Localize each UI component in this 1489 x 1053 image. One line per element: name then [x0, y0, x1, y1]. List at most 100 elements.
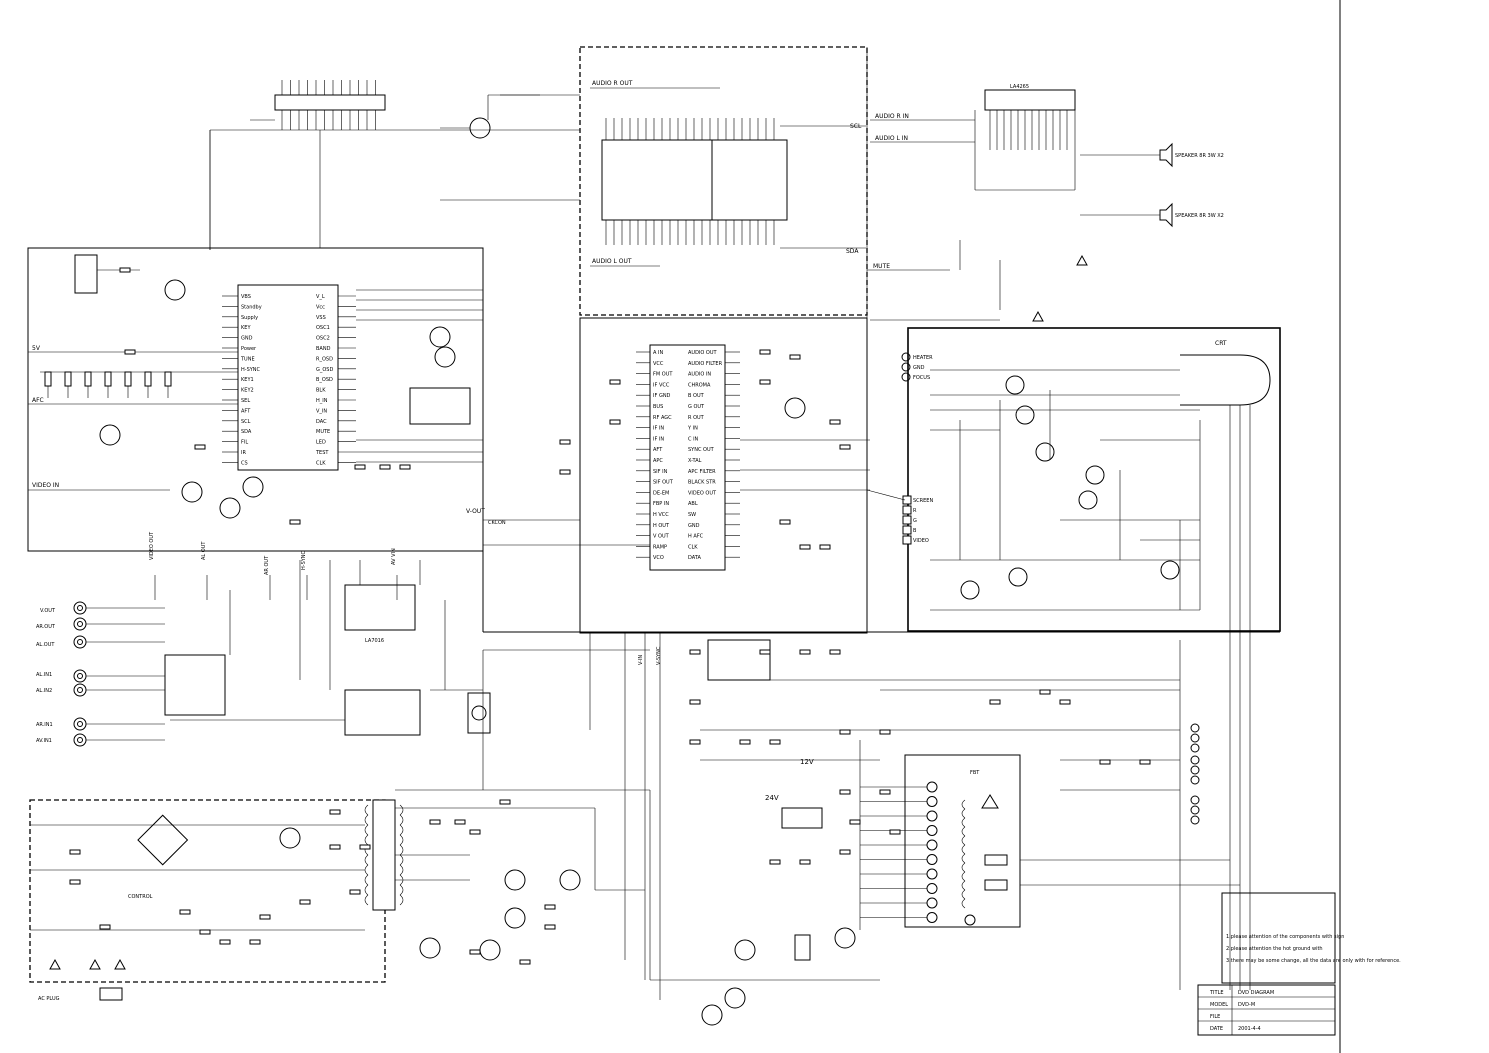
fbt-label: FBT [970, 770, 980, 776]
eeprom-chip [409, 387, 471, 425]
jungle-pin-left-label: H VCC [653, 512, 669, 518]
warning-icon-3 [49, 958, 61, 970]
audio-ic-left [601, 139, 713, 221]
video-in-label: VIDEO IN [32, 482, 59, 489]
rgb-conn-pin-label: G [913, 518, 917, 524]
control-label: CONTROL [128, 894, 153, 900]
video-out-label: VIDEO OUT [149, 531, 155, 560]
jungle-pin-left-label: VCC [653, 361, 664, 367]
mcu-pin-right-label: R_OSD [316, 356, 333, 362]
yoke-pin [1190, 723, 1200, 733]
mcu-pin-right-label: DAC [316, 419, 327, 425]
audio-r-out-label: AUDIO R OUT [592, 80, 633, 87]
yoke-pin [1190, 765, 1200, 775]
av-vin-label: AV VIN [391, 548, 397, 565]
psu-transistor-5 [504, 907, 526, 929]
transformer-coils [364, 804, 404, 906]
yoke-pin [1190, 755, 1200, 765]
crt-conn-pin-label: GND [913, 365, 925, 371]
jungle-pin-right-label: BLACK STR [688, 480, 716, 486]
jungle-pin-left-label: SIF OUT [653, 480, 674, 486]
h-sync-label: H-SYNC [301, 550, 307, 570]
mute-label: MUTE [873, 263, 890, 270]
v24-label: 24V [765, 794, 779, 802]
jungle-pin-left-label: RAMP [653, 544, 667, 550]
vertical-driver [781, 807, 823, 829]
jungle-pin-right-label: C IN [688, 436, 699, 442]
rgb-amplifiers [930, 369, 1201, 611]
mcu-pin-right-label: TEST [315, 450, 329, 456]
yoke-pin [1190, 795, 1200, 805]
mcu-pin-left-label: SEL [241, 398, 250, 404]
mcu-pin-left-label: TUNE [240, 356, 255, 362]
jungle-pin-right-label: CLK [688, 544, 698, 550]
rf-tuner-connector [274, 94, 386, 111]
psu-transistor-2 [419, 937, 441, 959]
h-drive-transformer [794, 934, 811, 961]
rgb-conn-pin-label: VIDEO [913, 538, 929, 544]
notes-box [1221, 892, 1336, 984]
ac-plug-label: AC PLUG [38, 996, 60, 1002]
rgb-conn-pin [902, 525, 912, 535]
ir-receiver [74, 254, 98, 294]
wiring-traces [30, 47, 1181, 1000]
mcu-pin-left-label: Standby [241, 304, 262, 310]
jungle-pin-right-label: VIDEO OUT [688, 490, 717, 496]
sda-label: SDA [846, 248, 859, 255]
jungle-pin-right-label: SW [688, 512, 696, 518]
crt-conn-pin-label: FOCUS [913, 375, 930, 381]
ckcon-label: CKCON [488, 520, 506, 526]
video-buffer-q3 [219, 497, 241, 519]
jungle-pin-right-label: DATA [688, 555, 701, 561]
psu-transistor-6 [559, 869, 581, 891]
v-sync-label: V-SYNC [656, 646, 662, 665]
model-label: MODEL [1210, 1002, 1228, 1008]
jungle-pin-left-label: FM OUT [653, 372, 673, 378]
fbt-pin [926, 868, 938, 880]
video-buffer-q2 [181, 481, 203, 503]
al-in1-label: AL.IN1 [36, 672, 52, 678]
mcu-pin-right-label: BAND [316, 346, 331, 352]
fbt-pin [926, 854, 938, 865]
psu-transistor-4 [504, 869, 526, 891]
mcu-pin-left-label: FIL [241, 440, 248, 446]
ir-transistor [164, 279, 186, 301]
title-value: DVD DIAGRAM [1238, 990, 1274, 996]
mcu-pin-left-label: Supply [241, 315, 258, 321]
jungle-pin-right-label: X-TAL [688, 458, 702, 464]
jungle-pin-right-label: CHROMA [688, 382, 711, 388]
jungle-pin-left-label: FBP IN [653, 501, 669, 507]
crt-amp-transistor [1015, 405, 1035, 425]
fbt-pin [926, 796, 938, 807]
speaker-2-icon [1159, 202, 1173, 228]
mcu-pin-left-label: Power [241, 346, 257, 352]
mcu-pin-right-label: BLK [316, 388, 326, 394]
mcu-pin-right-label: H_IN [316, 398, 328, 404]
h-drive-transistor [734, 939, 756, 961]
jungle-pin-left-label: SIF IN [653, 469, 668, 475]
rca-jack-icon [73, 717, 87, 731]
fbt-pin [926, 912, 938, 923]
jungle-pin-left-label: VCO [653, 555, 664, 561]
av-processor-ic [344, 689, 421, 736]
audio-l-in-label: AUDIO L IN [875, 135, 908, 142]
mcu-pin-right-label: LED [316, 440, 326, 446]
osd-transistor-2 [434, 346, 456, 368]
jungle-pin-left-label: IF IN [653, 436, 664, 442]
rgb-conn-pin [902, 495, 912, 505]
jungle-pin-left-label: A IN [653, 350, 663, 356]
jungle-pin-left-label: BUS [653, 404, 663, 410]
crt-label: CRT [1215, 340, 1227, 347]
mcu-pin-left-label: AFT [241, 408, 251, 414]
jungle-pin-right-label: GND [688, 523, 700, 529]
fbt-frame [904, 754, 1021, 928]
jungle-pin-left-label: RF AGC [653, 415, 672, 421]
mcu-pin-right-label: B_OSD [316, 377, 333, 383]
mcu-pin-right-label: Vcc [316, 304, 325, 310]
warning-icon-4 [89, 958, 101, 970]
mcu-pin-right-label: V_L [316, 294, 325, 300]
